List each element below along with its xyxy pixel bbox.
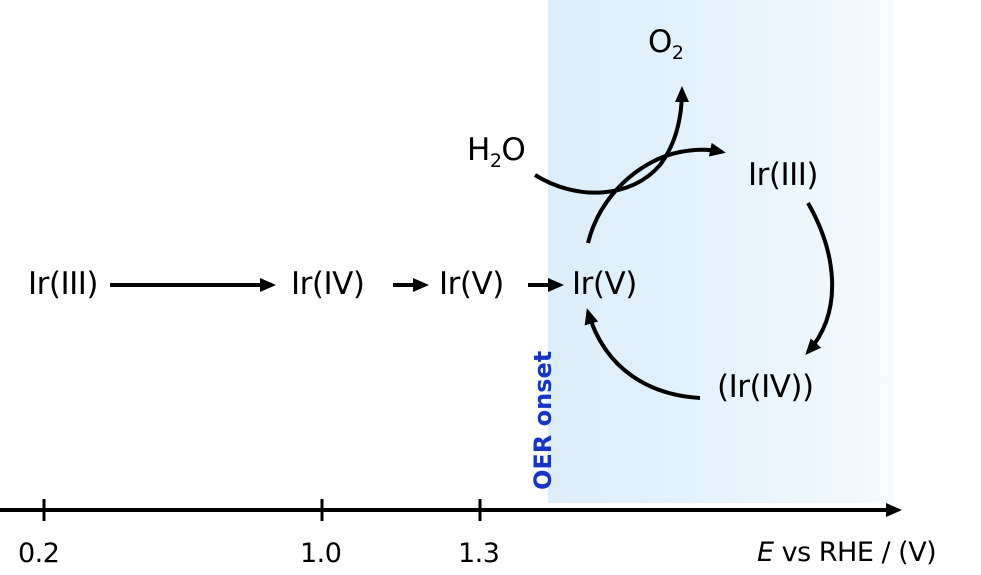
species-ir3-start: Ir(III) <box>28 266 99 302</box>
arrow-ir4-to-ir5-cycle <box>584 308 701 400</box>
axis-tick-label-1.3: 1.3 <box>458 538 500 569</box>
axis-title: E vs RHE / (V) <box>757 537 937 568</box>
axis-tick-label-0.2: 0.2 <box>18 538 60 569</box>
reactant-h2o: H2O <box>467 132 526 172</box>
species-ir3-cycle: Ir(III) <box>748 157 819 193</box>
species-ir5: Ir(V) <box>439 266 504 302</box>
oer-onset-label: OER onset <box>529 350 557 490</box>
species-ir5-cycle: Ir(V) <box>572 266 637 302</box>
oer-region-shading <box>548 0 893 503</box>
arrow-o2-out <box>658 86 689 167</box>
arrow-ir5-to-ir3 <box>586 142 726 244</box>
arrow-h2o-in <box>533 163 662 195</box>
axis-tick-label-1.0: 1.0 <box>300 538 342 569</box>
arrow-ir3-to-ir4-cycle <box>805 202 835 356</box>
species-ir4-parenthesized: (Ir(IV)) <box>717 369 814 405</box>
species-ir4: Ir(IV) <box>291 266 365 302</box>
product-o2: O2 <box>648 24 684 64</box>
